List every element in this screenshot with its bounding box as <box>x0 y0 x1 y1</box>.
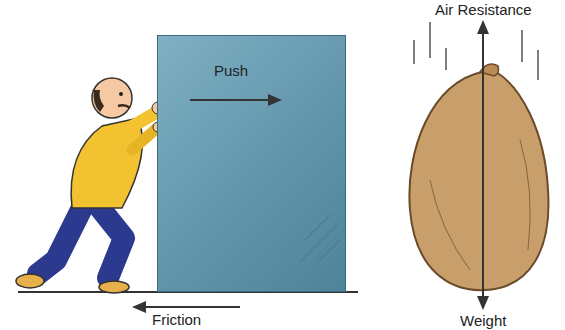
sack-crease <box>430 140 530 270</box>
speed-line <box>537 50 539 80</box>
force-label: Friction <box>152 311 201 328</box>
force-arrow <box>482 30 484 300</box>
arrow-head <box>132 301 146 313</box>
force-label: Air Resistance <box>435 1 532 18</box>
force-label: Weight <box>460 312 506 329</box>
speed-line <box>445 48 447 70</box>
friction-arrow <box>142 306 240 308</box>
speed-line <box>429 22 431 58</box>
arrow-head <box>477 20 489 34</box>
arrow-head <box>477 296 489 310</box>
speed-line <box>521 30 523 62</box>
force-label: Push <box>214 62 248 79</box>
arm <box>132 128 157 150</box>
eye <box>119 92 123 96</box>
back-shoe <box>16 274 44 288</box>
back-leg <box>38 200 86 274</box>
front-leg <box>92 198 124 278</box>
push-arrow <box>190 99 270 101</box>
crate-box: Push <box>157 35 346 292</box>
front-shoe <box>99 281 129 293</box>
head <box>92 78 132 118</box>
hair <box>94 90 104 112</box>
speed-line <box>413 40 415 64</box>
sack <box>409 72 548 290</box>
mustache <box>118 105 130 108</box>
